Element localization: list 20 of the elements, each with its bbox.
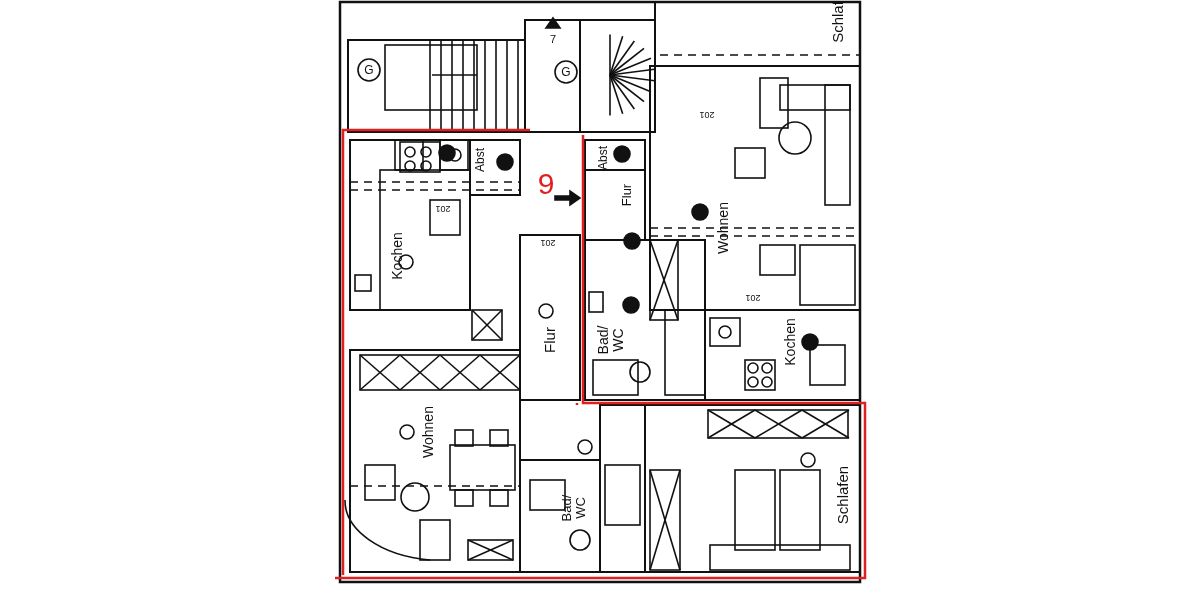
door-dimension: 201 <box>435 203 451 213</box>
room-label: Wohnen <box>420 406 436 458</box>
room-label: Bad/ WC <box>560 493 588 524</box>
room-label: Bad/ WC <box>596 324 626 357</box>
room-label: Kochen <box>782 318 798 366</box>
room-label: Schlaf <box>830 1 846 43</box>
room-label: Wohnen <box>715 202 731 254</box>
room-label: Kochen <box>389 232 405 280</box>
room-label: Schlafen <box>835 465 851 525</box>
stair-number: 7 <box>549 34 557 46</box>
room-label: Abst <box>596 146 610 170</box>
room-label: Abst <box>473 148 487 172</box>
stair-marker: G <box>561 65 571 79</box>
unit-number: 9 <box>537 168 555 200</box>
room-label: Flur <box>542 327 558 353</box>
door-dimension: 201 <box>540 237 556 247</box>
door-dimension: 201 <box>699 109 715 119</box>
door-dimension: 201 <box>745 292 761 302</box>
room-label: Flur <box>620 183 634 207</box>
stair-marker: G <box>364 63 374 77</box>
